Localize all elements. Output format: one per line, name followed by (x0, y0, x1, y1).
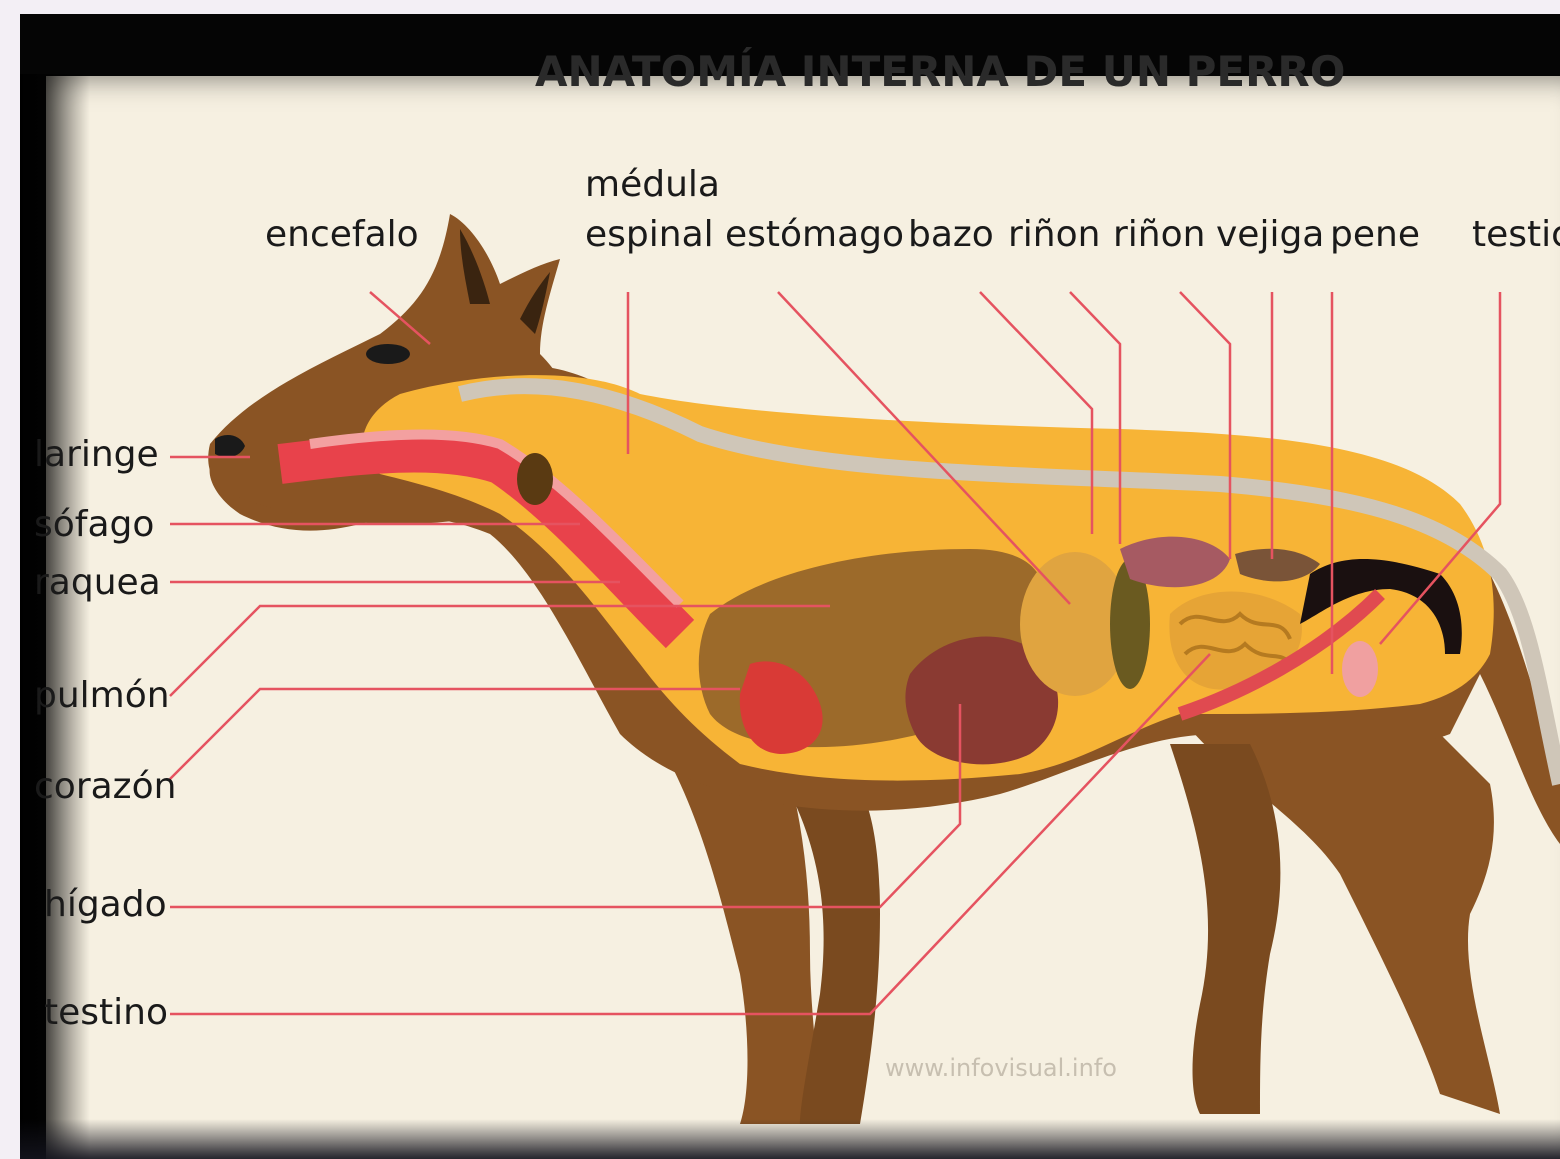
label-laringe: laringe (34, 434, 159, 475)
dog-illustration (208, 214, 1560, 1124)
label-rinon-1: riñon (1008, 214, 1100, 255)
bottom-edge-shadow (20, 1119, 1560, 1159)
testicle-shape (1342, 641, 1378, 697)
label-traquea: raquea (34, 562, 161, 603)
label-bazo: bazo (908, 214, 994, 255)
larynx-shape (517, 453, 553, 505)
diagram-title: ANATOMÍA INTERNA DE UN PERRO (535, 46, 1345, 96)
image-frame: ANATOMÍA INTERNA DE UN PERRO (20, 14, 1560, 1159)
label-pene: pene (1330, 214, 1420, 255)
label-medula-line1: médula (585, 164, 720, 205)
label-intestino: testino (44, 992, 168, 1033)
hind-leg-2 (1170, 744, 1280, 1114)
label-vejiga: vejiga (1216, 214, 1324, 255)
label-pulmon: pulmón (34, 675, 170, 716)
label-esofago: sófago (34, 504, 154, 545)
label-corazon: corazón (34, 766, 176, 807)
dog-anatomy-diagram: ANATOMÍA INTERNA DE UN PERRO (20, 14, 1560, 1159)
label-encefalo: encefalo (265, 214, 419, 255)
label-medula-line2: espinal (585, 214, 714, 255)
label-testiculo: testicu (1472, 214, 1560, 255)
watermark-text: www.infovisual.info (885, 1054, 1117, 1082)
label-estomago: estómago (725, 214, 904, 255)
dog-eye (366, 344, 410, 364)
label-rinon-2: riñon (1113, 214, 1205, 255)
label-higado: hígado (44, 884, 167, 925)
